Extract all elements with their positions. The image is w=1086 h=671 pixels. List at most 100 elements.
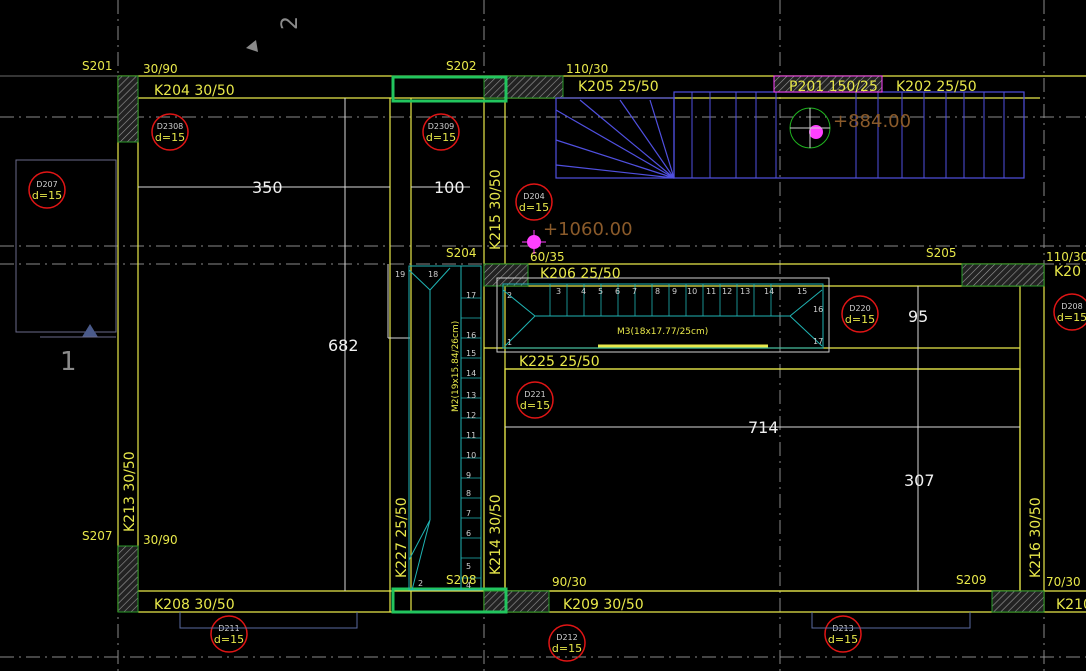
- beam-k202: K202 25/50: [896, 79, 977, 95]
- svg-text:30/90: 30/90: [143, 62, 178, 76]
- svg-text:16: 16: [813, 305, 823, 314]
- svg-text:13: 13: [740, 287, 750, 296]
- p201-beam-hatch: [773, 75, 883, 93]
- svg-text:19: 19: [395, 270, 405, 279]
- beams: [117, 75, 1086, 613]
- svg-text:d=15: d=15: [552, 642, 582, 655]
- stair-m2-step-numbers: 18 19 17 16 15 14 13 12 11 10 9 8 7 6 5 …: [395, 270, 476, 590]
- slab-tag-d2308: D2308 d=15: [151, 113, 189, 151]
- svg-text:15: 15: [466, 349, 476, 358]
- svg-text:8: 8: [466, 489, 471, 498]
- slab-tag-d204: D204 d=15: [515, 183, 553, 221]
- beam-k208: K208 30/50: [154, 597, 235, 613]
- svg-text:D2308: D2308: [157, 122, 184, 131]
- beam-k216: K216 30/50: [1028, 497, 1044, 578]
- axis-marker-2: 2: [246, 16, 303, 52]
- selection-box-s208[interactable]: [391, 587, 508, 614]
- svg-text:2: 2: [418, 579, 423, 588]
- svg-text:d=15: d=15: [1057, 311, 1086, 324]
- stair-top-blue[interactable]: [555, 91, 1025, 179]
- svg-text:9: 9: [672, 287, 677, 296]
- stair-m2[interactable]: [408, 265, 482, 591]
- slab-tag-d2309: D2309 d=15: [422, 113, 460, 151]
- elevation-marker-884[interactable]: +884.00: [789, 107, 911, 149]
- slab-tag-d208: D208 d=15: [1053, 293, 1086, 331]
- svg-text:5: 5: [598, 287, 603, 296]
- slab-tag-d221: D221 d=15: [516, 381, 554, 419]
- svg-text:10: 10: [687, 287, 697, 296]
- column-labels: S201 S202 S204 S205 S207 S208 S209: [82, 59, 987, 587]
- slab-tag-d212: D212 d=15: [548, 624, 586, 662]
- axis-marker-1: 1: [15, 159, 117, 377]
- beam-k214: K214 30/50: [488, 494, 504, 575]
- svg-text:14: 14: [764, 287, 774, 296]
- dimension-714: 714: [748, 418, 779, 437]
- stair-m3-step-lines: [549, 284, 772, 316]
- slab-tag-d207: D207 d=15: [28, 171, 66, 209]
- svg-text:D2309: D2309: [428, 122, 455, 131]
- beam-k225: K225 25/50: [519, 354, 600, 370]
- column-s205: S205: [926, 246, 957, 260]
- svg-text:18: 18: [428, 270, 438, 279]
- svg-text:17: 17: [466, 291, 476, 300]
- svg-text:d=15: d=15: [845, 313, 875, 326]
- dimension-100: 100: [434, 178, 465, 197]
- svg-text:d=15: d=15: [32, 189, 62, 202]
- svg-text:7: 7: [632, 287, 637, 296]
- svg-text:d=15: d=15: [828, 633, 858, 646]
- svg-text:110/30: 110/30: [566, 62, 608, 76]
- stair-m3-step-numbers: 2 1 3 4 5 6 7 8 9 10 11 12 13 14 15 16 1…: [507, 287, 823, 347]
- column-s202: S202: [446, 59, 477, 73]
- svg-text:110/30: 110/30: [1046, 250, 1086, 264]
- beam-k205: K205 25/50: [578, 79, 659, 95]
- slab-tags: D2308 d=15 D2309 d=15 D207 d=15 D204 d=1…: [28, 113, 1086, 662]
- svg-text:13: 13: [466, 391, 476, 400]
- stair-m3[interactable]: [496, 277, 830, 353]
- beam-k206: K206 25/50: [540, 266, 621, 282]
- svg-text:4: 4: [581, 287, 586, 296]
- beam-k20x: K20: [1054, 264, 1081, 280]
- svg-text:D204: D204: [523, 192, 544, 201]
- svg-text:d=15: d=15: [519, 201, 549, 214]
- room-outlines: [138, 98, 1020, 591]
- column-s201: S201: [82, 59, 113, 73]
- svg-text:3: 3: [556, 287, 561, 296]
- column-s208: S208: [446, 573, 477, 587]
- stair-m3-label: M3(18x17.77/25cm): [617, 327, 708, 337]
- svg-text:30/90: 30/90: [143, 533, 178, 547]
- column-size-labels: 30/90 110/30 60/35 110/30 30/90 90/30 70…: [143, 62, 1086, 589]
- svg-text:17: 17: [813, 337, 823, 346]
- svg-text:5: 5: [466, 562, 471, 571]
- dimension-307: 307: [904, 471, 935, 490]
- svg-text:D207: D207: [36, 180, 57, 189]
- beam-k213: K213 30/50: [122, 451, 138, 532]
- column-s204: S204: [446, 246, 477, 260]
- svg-text:2: 2: [507, 291, 512, 300]
- beam-labels: K204 30/50 K205 25/50 P201 150/25 K202 2…: [122, 79, 1086, 613]
- selection-box-s202[interactable]: [391, 75, 508, 103]
- svg-text:11: 11: [466, 431, 476, 440]
- svg-text:14: 14: [466, 369, 476, 378]
- svg-text:12: 12: [722, 287, 732, 296]
- columns-hatched: [117, 75, 1045, 613]
- svg-text:d=15: d=15: [520, 399, 550, 412]
- elevation-1060-label: +1060.00: [543, 219, 633, 240]
- svg-text:8: 8: [655, 287, 660, 296]
- stair-m2-label: M2(19x15.84/26cm): [451, 321, 461, 412]
- svg-text:11: 11: [706, 287, 716, 296]
- svg-text:90/30: 90/30: [552, 575, 587, 589]
- dimension-labels: 350 100 682 714 307 95: [252, 178, 935, 490]
- svg-text:D208: D208: [1061, 302, 1082, 311]
- svg-text:d=15: d=15: [214, 633, 244, 646]
- beam-k204: K204 30/50: [154, 83, 235, 99]
- elevation-marker-1060[interactable]: +1060.00: [522, 219, 633, 254]
- svg-text:7: 7: [466, 509, 471, 518]
- slab-tag-d213: D213 d=15: [824, 615, 862, 653]
- dimension-682: 682: [328, 336, 359, 355]
- svg-text:1: 1: [507, 338, 512, 347]
- column-s207: S207: [82, 529, 113, 543]
- slab-tag-d220: D220 d=15: [841, 295, 879, 333]
